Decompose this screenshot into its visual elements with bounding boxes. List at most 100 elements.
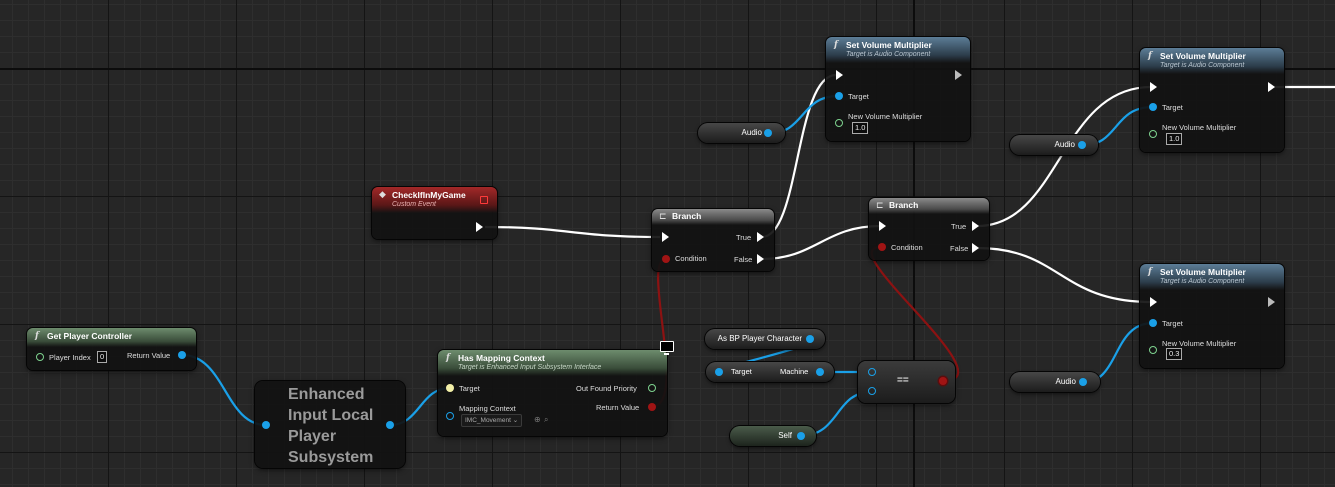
mapping-context-dropdown[interactable]: IMC_Movement ⌄ (461, 414, 523, 427)
node-title: Branch (889, 200, 919, 210)
audio-output-pin[interactable] (1079, 378, 1087, 386)
branch-icon: ⊏ (659, 211, 667, 221)
graph-axis-horizontal (0, 68, 1335, 70)
compare-output-pin[interactable] (939, 377, 947, 385)
get-player-controller-node[interactable]: f Get Player Controller Player Index 0 R… (27, 328, 196, 370)
true-exec-pin[interactable] (972, 221, 979, 231)
enhanced-input-subsystem-node[interactable]: Enhanced Input Local Player Subsystem (255, 381, 405, 468)
node-subtitle: Target is Audio Component (1160, 278, 1245, 285)
compare-input-b-pin[interactable] (868, 387, 876, 395)
false-exec-pin[interactable] (757, 254, 764, 264)
cast-output-pin[interactable] (806, 335, 814, 343)
audio-variable-node-2[interactable]: Audio (1010, 135, 1098, 155)
machine-getter-node[interactable]: Target Machine (706, 362, 834, 382)
volume-label: New Volume Multiplier (848, 112, 923, 121)
equal-symbol: == (897, 375, 909, 386)
false-exec-pin[interactable] (972, 243, 979, 253)
out-found-priority-label: Out Found Priority (576, 384, 637, 393)
browse-icon[interactable]: ⊕ (534, 415, 541, 424)
self-output-pin[interactable] (797, 432, 805, 440)
node-title: Set Volume Multiplier (1160, 51, 1246, 61)
target-pin[interactable] (1149, 319, 1157, 327)
volume-value-field[interactable]: 0.3 (1166, 348, 1183, 360)
compare-input-a-pin[interactable] (868, 368, 876, 376)
true-exec-pin[interactable] (757, 232, 764, 242)
condition-pin[interactable] (662, 255, 670, 263)
search-icon[interactable]: ⌕ (544, 415, 549, 424)
exec-in-pin[interactable] (836, 70, 843, 80)
input-pin[interactable] (262, 421, 270, 429)
player-index-pin[interactable] (36, 353, 44, 361)
node-title: Branch (672, 211, 702, 221)
machine-output-pin[interactable] (816, 368, 824, 376)
target-pin[interactable] (446, 384, 454, 392)
exec-in-pin[interactable] (662, 232, 669, 242)
mapping-context-pin[interactable] (446, 412, 454, 420)
chevron-down-icon: ⌄ (512, 417, 519, 424)
exec-in-pin[interactable] (1150, 82, 1157, 92)
function-icon: f (35, 331, 39, 341)
node-header: ◆ CheckIfInMyGame Custom Event (372, 187, 497, 213)
branch-node-1[interactable]: ⊏ Branch True Condition False (652, 209, 774, 271)
player-index-label: Player Index (49, 353, 91, 362)
audio-output-pin[interactable] (764, 129, 772, 137)
set-volume-multiplier-node-1[interactable]: f Set Volume Multiplier Target is Audio … (826, 37, 970, 141)
output-pin[interactable] (386, 421, 394, 429)
exec-wire-branch2-true-to-setvol2 (976, 85, 1152, 228)
exec-wire-branch2-false-to-setvol3 (976, 246, 1152, 304)
return-value-label: Return Value (596, 403, 640, 412)
function-icon: f (446, 353, 450, 363)
node-header: f Set Volume Multiplier Target is Audio … (826, 37, 970, 63)
delegate-pin[interactable] (480, 196, 488, 204)
return-value-pin[interactable] (178, 351, 186, 359)
exec-wire-event-to-branch1 (484, 225, 661, 239)
exec-out-pin[interactable] (1268, 297, 1275, 307)
event-diamond-icon: ◆ (379, 189, 386, 199)
node-title: Set Volume Multiplier (846, 40, 932, 50)
equal-compare-node[interactable]: == (858, 361, 955, 403)
condition-pin[interactable] (878, 243, 886, 251)
audio-label: Audio (741, 128, 762, 137)
volume-pin[interactable] (1149, 346, 1157, 354)
exec-in-pin[interactable] (879, 221, 886, 231)
exec-out-pin[interactable] (955, 70, 962, 80)
branch-icon: ⊏ (876, 200, 884, 210)
monitor-icon (660, 341, 674, 355)
out-found-priority-pin[interactable] (648, 384, 656, 392)
player-index-value-field[interactable]: 0 (97, 351, 108, 363)
self-reference-node[interactable]: Self (730, 426, 816, 446)
target-pin[interactable] (835, 92, 843, 100)
has-mapping-context-node[interactable]: f Has Mapping Context Target is Enhanced… (438, 350, 667, 436)
custom-event-node[interactable]: ◆ CheckIfInMyGame Custom Event (372, 187, 497, 239)
cast-as-bp-player-character-node[interactable]: As BP Player Character (705, 329, 825, 349)
return-value-pin[interactable] (648, 403, 656, 411)
node-header: ⊏ Branch (869, 198, 989, 214)
machine-target-label: Target (731, 367, 752, 376)
exec-out-pin[interactable] (476, 222, 483, 232)
true-label: True (951, 222, 967, 231)
branch-node-2[interactable]: ⊏ Branch True Condition False (869, 198, 989, 260)
set-volume-multiplier-node-3[interactable]: f Set Volume Multiplier Target is Audio … (1140, 264, 1284, 368)
exec-in-pin[interactable] (1150, 297, 1157, 307)
volume-pin[interactable] (1149, 130, 1157, 138)
subsystem-line-4: Subsystem (288, 449, 374, 466)
audio-output-pin[interactable] (1078, 141, 1086, 149)
volume-label: New Volume Multiplier (1162, 339, 1237, 348)
volume-value-field[interactable]: 1.0 (1166, 133, 1183, 145)
volume-value-field[interactable]: 1.0 (852, 122, 869, 134)
set-volume-multiplier-node-2[interactable]: f Set Volume Multiplier Target is Audio … (1140, 48, 1284, 152)
volume-pin[interactable] (835, 119, 843, 127)
target-pin[interactable] (1149, 103, 1157, 111)
return-value-label: Return Value (127, 351, 171, 360)
node-title: Has Mapping Context (458, 353, 545, 363)
function-icon: f (1148, 267, 1152, 277)
audio-variable-node-3[interactable]: Audio (1010, 372, 1100, 392)
node-header: ⊏ Branch (652, 209, 774, 225)
subsystem-name: Enhanced Input Local Player Subsystem (288, 384, 373, 468)
node-header: f Get Player Controller (27, 328, 196, 347)
function-icon: f (834, 40, 838, 50)
machine-target-pin[interactable] (715, 368, 723, 376)
exec-out-pin[interactable] (1268, 82, 1275, 92)
audio-variable-node-1[interactable]: Audio (698, 123, 785, 143)
